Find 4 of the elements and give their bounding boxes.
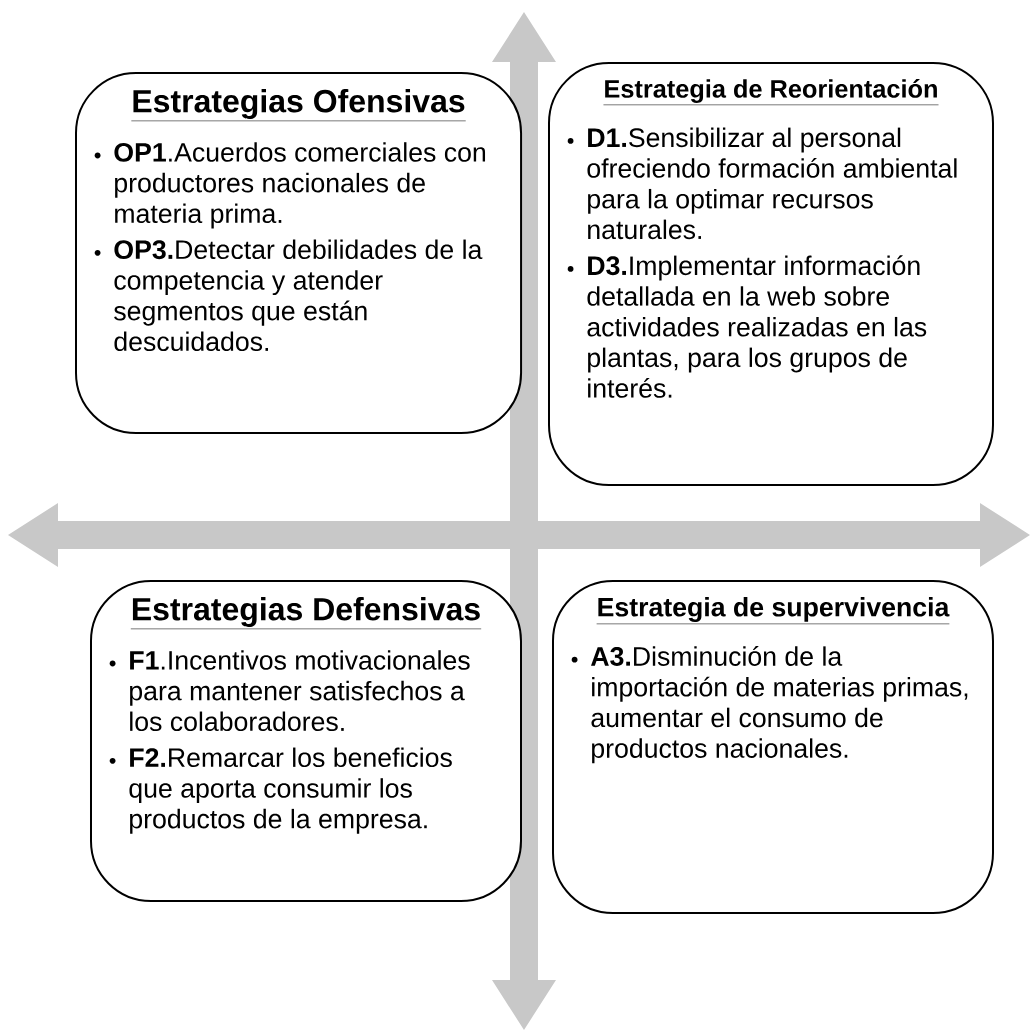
strategy-box: Estrategia de supervivencia A3.Disminución de la importación de materias primas, aumentar el consumo de productos nacionales. <box>552 580 994 914</box>
strategy-box: Estrategias Defensivas F1.Incentivos motivacionales para mantener satisfechos a los colaboradores. F2.Remarcar los beneficios que aporta consumir los productos de la empresa. <box>90 580 522 902</box>
strategy-box: Estrategia de Reorientación D1.Sensibilizar al personal ofreciendo formación ambiental para la optimar recursos naturales. D3.Implementar información detallada en la web sobre actividades realizadas en las plantas, para los grupos de interés. <box>548 62 994 486</box>
strategy-box: Estrategias Ofensivas OP1.Acuerdos comerciales con productores nacionales de materia prima. OP3.Detectar debilidades de la competencia y atender segmentos que están descuidados. <box>75 72 523 434</box>
